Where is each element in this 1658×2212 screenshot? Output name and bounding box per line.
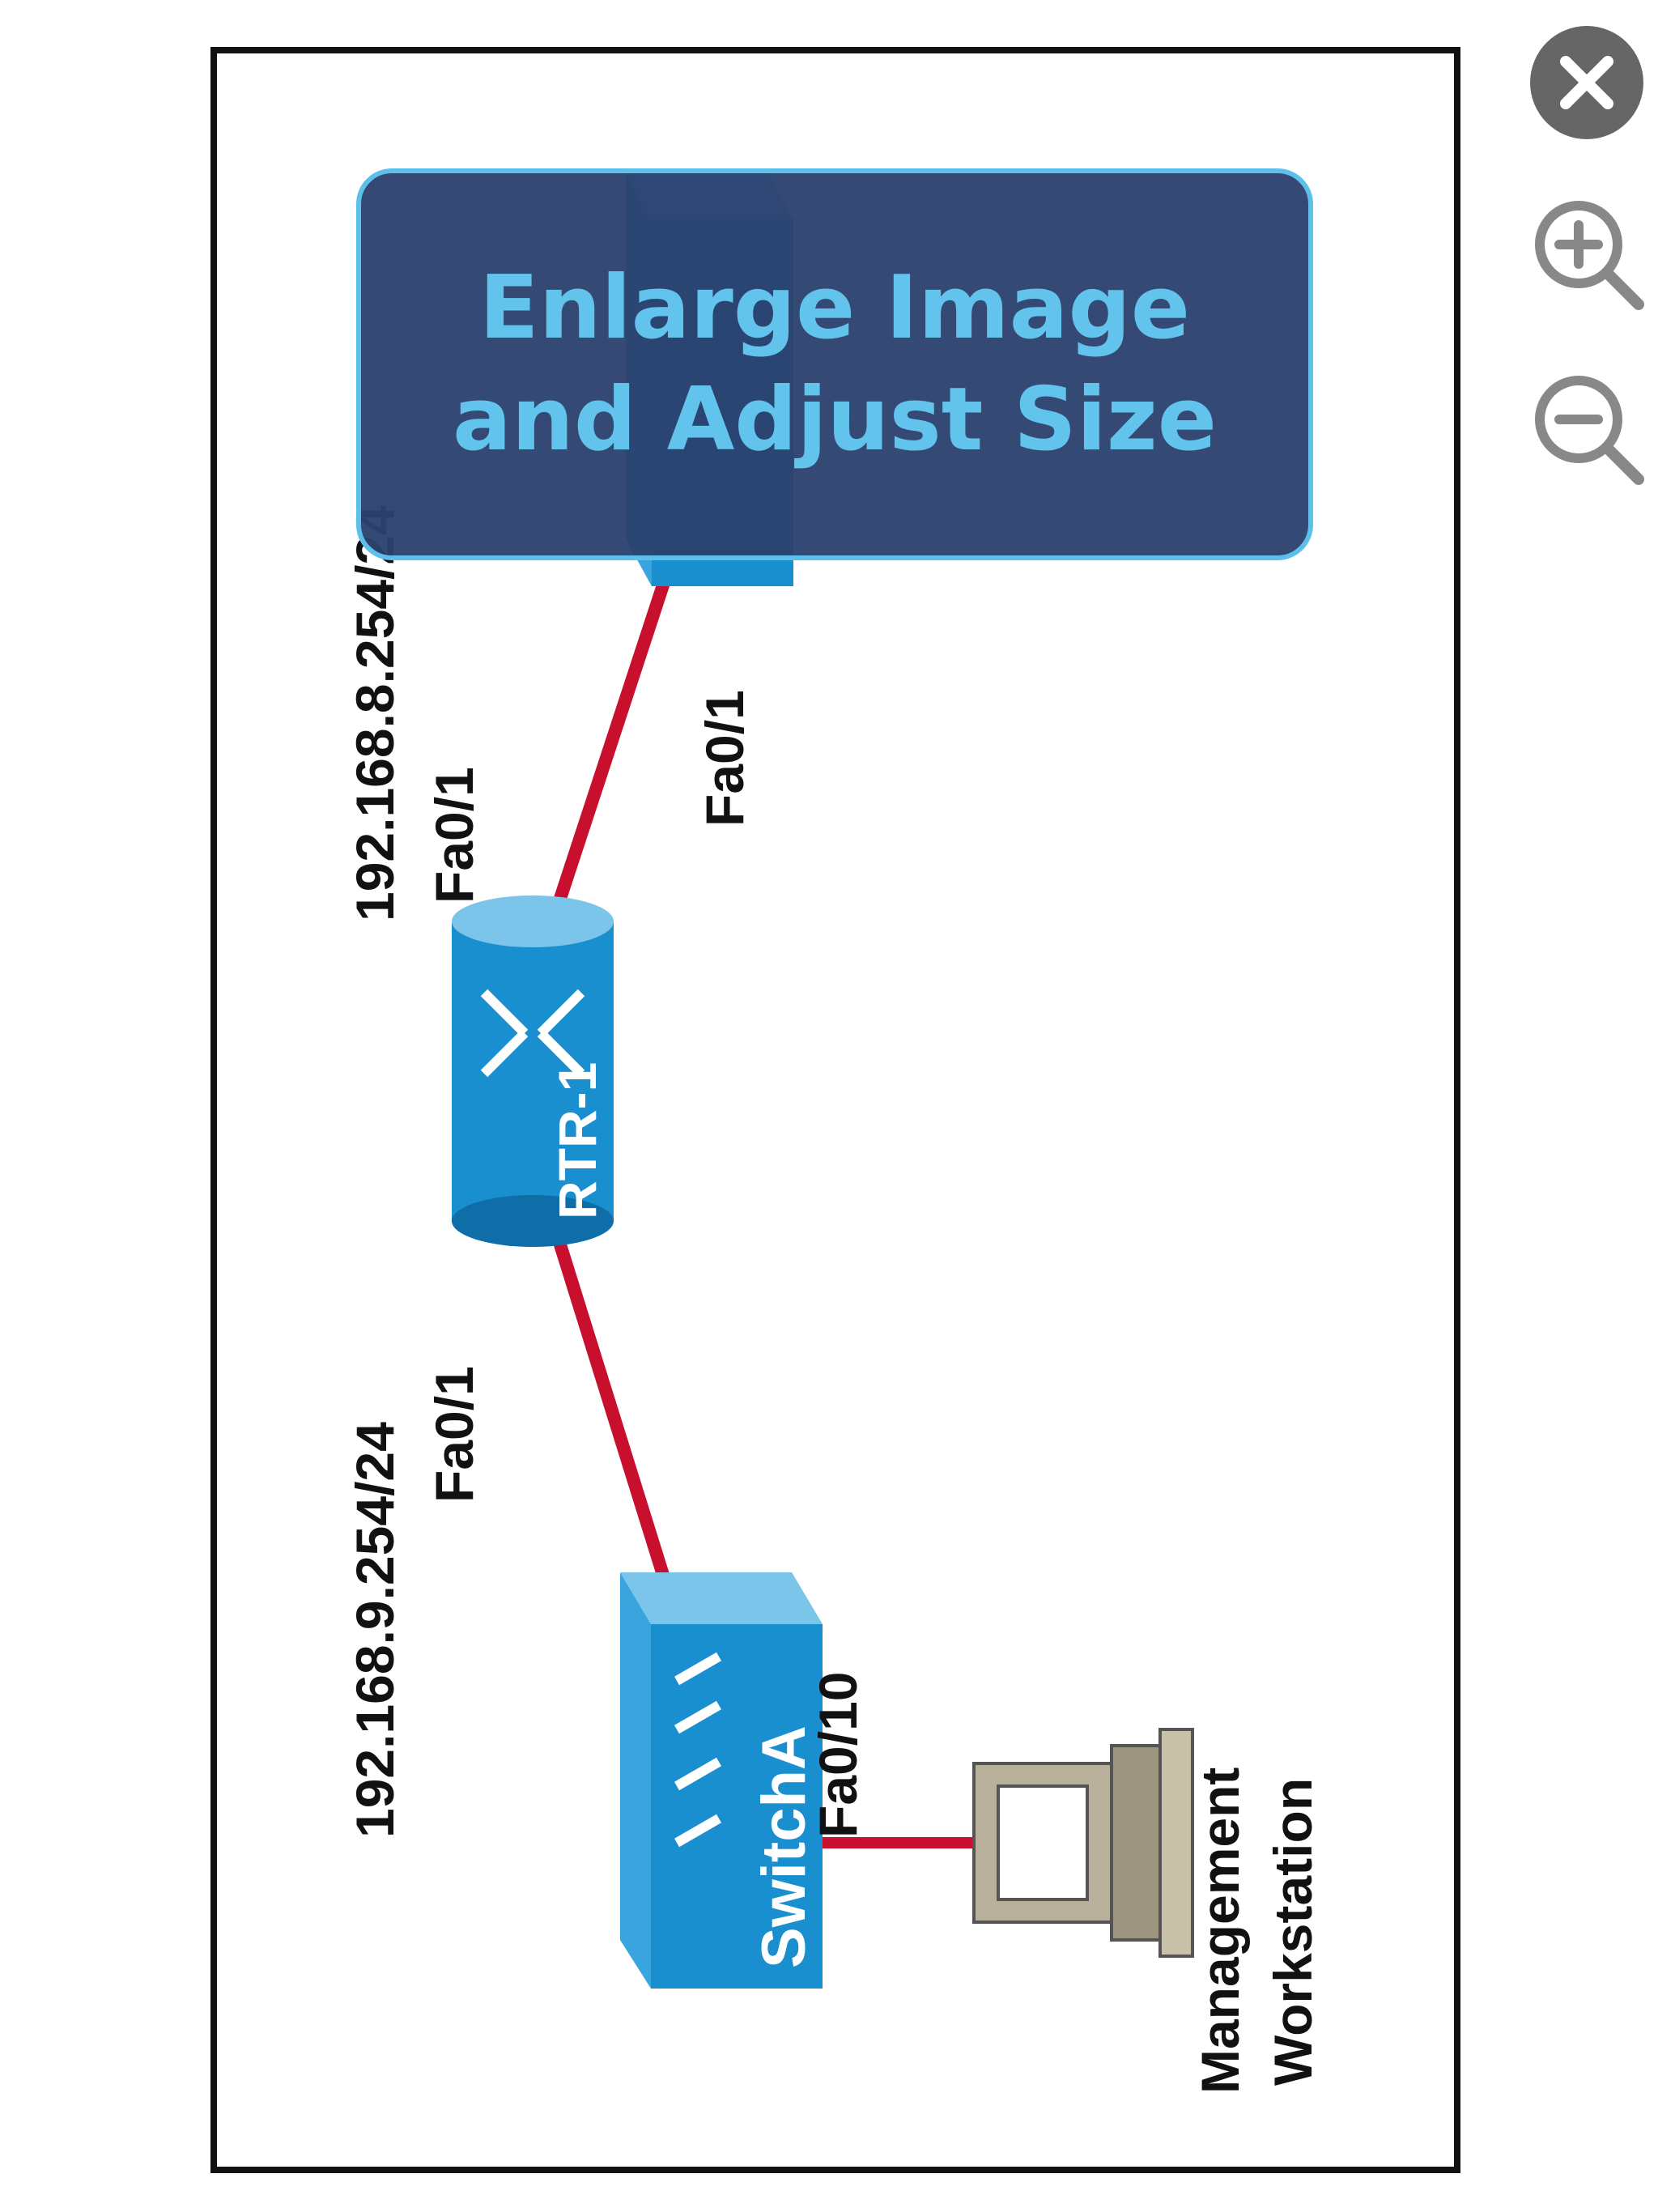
rtr-port-bottom-label: Fa0/1 xyxy=(424,1366,484,1503)
zoom-out-icon xyxy=(1535,376,1644,485)
rtr-port-top-label: Fa0/1 xyxy=(424,767,484,904)
router-icon: RTR-1 xyxy=(452,895,614,1247)
switch-b-port-label: Fa0/1 xyxy=(695,690,755,827)
switch-b-ip-label: 192.168.8.254/24 xyxy=(345,505,405,921)
close-button[interactable] xyxy=(1528,24,1645,141)
switch-a-icon: SwitchA xyxy=(620,1572,823,1989)
switch-a-ip-label: 192.168.9.254/24 xyxy=(345,1422,405,1838)
zoom-in-icon xyxy=(1535,201,1644,310)
zoom-in-button[interactable] xyxy=(1528,194,1645,311)
switch-a-label: SwitchA xyxy=(750,1725,818,1968)
link-router-switchb xyxy=(549,548,681,916)
close-icon xyxy=(1530,26,1643,139)
workstation-label-line2: Workstation xyxy=(1263,1778,1323,2086)
workstation-label-line1: Management xyxy=(1190,1767,1250,2094)
link-router-switcha xyxy=(549,1227,673,1588)
router-label: RTR-1 xyxy=(547,1062,607,1219)
workstation-icon xyxy=(972,1728,1194,1958)
enlarge-hint-overlay[interactable]: Enlarge Image and Adjust Size xyxy=(356,168,1313,560)
zoom-out-button[interactable] xyxy=(1528,369,1645,486)
enlarge-hint-text: Enlarge Image and Adjust Size xyxy=(453,257,1217,470)
switch-a-port-label: Fa0/10 xyxy=(808,1672,868,1838)
